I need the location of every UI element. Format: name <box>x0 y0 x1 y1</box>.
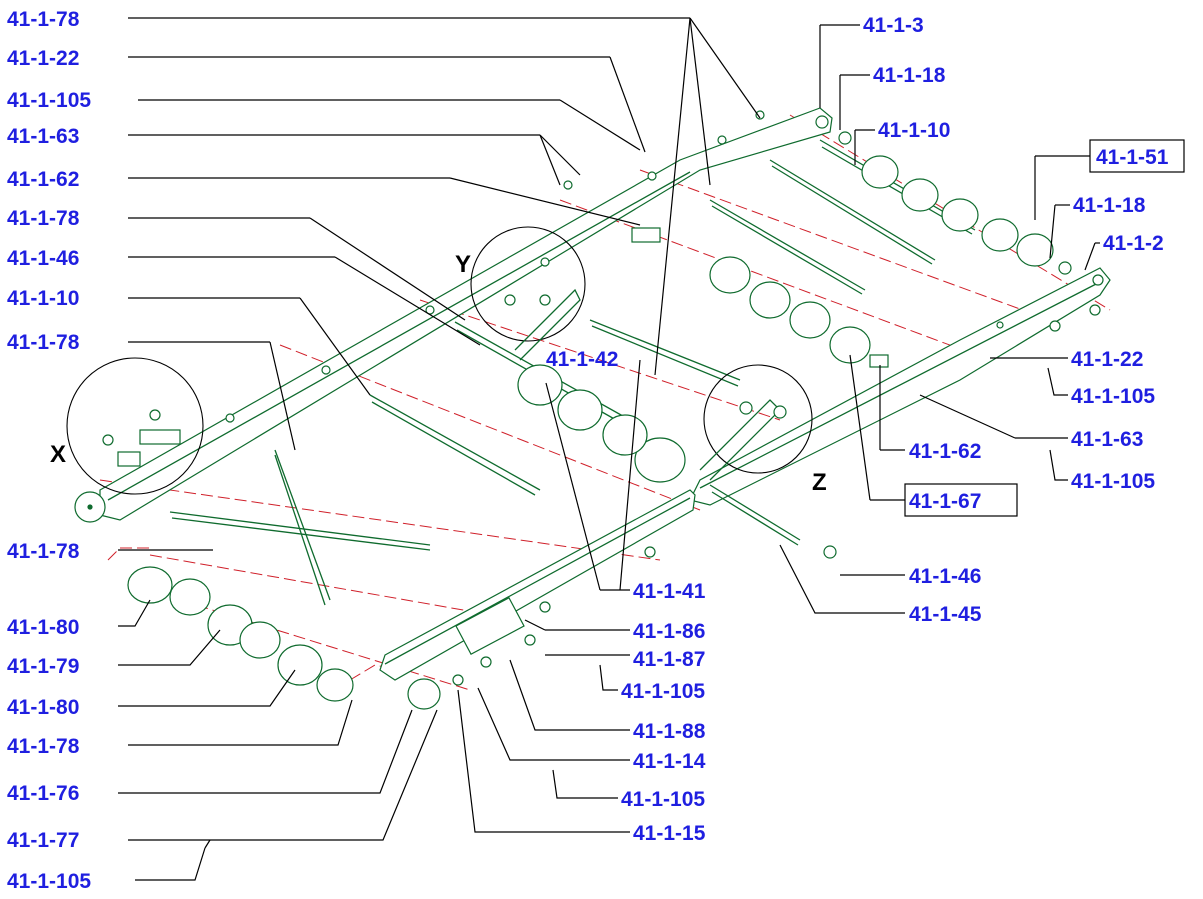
label-41-1-80-a: 41-1-80 <box>7 616 79 639</box>
label-41-1-105-f: 41-1-105 <box>7 870 91 893</box>
assembly-drawing <box>66 107 1111 710</box>
part-labels: 41-1-78 41-1-22 41-1-105 41-1-63 41-1-62… <box>7 8 1169 893</box>
label-41-1-63-a: 41-1-63 <box>7 125 79 148</box>
label-41-1-42: 41-1-42 <box>546 348 618 371</box>
detail-circles <box>66 226 813 495</box>
label-41-1-46-a: 41-1-46 <box>7 247 79 270</box>
label-41-1-88: 41-1-88 <box>633 720 706 743</box>
label-41-1-86: 41-1-86 <box>633 620 705 643</box>
detail-marker-z: Z <box>812 469 827 496</box>
label-41-1-77: 41-1-77 <box>7 829 79 852</box>
label-41-1-105-d: 41-1-105 <box>621 680 705 703</box>
label-41-1-3: 41-1-3 <box>863 14 924 37</box>
label-41-1-87: 41-1-87 <box>633 648 705 671</box>
frame-right <box>689 267 1111 506</box>
label-41-1-51: 41-1-51 <box>1096 146 1169 169</box>
label-41-1-62-a: 41-1-62 <box>7 168 79 191</box>
label-41-1-46-b: 41-1-46 <box>909 565 981 588</box>
label-41-1-22-a: 41-1-22 <box>7 47 79 70</box>
frame-front <box>379 489 696 681</box>
rollers <box>127 155 1054 710</box>
hardware <box>225 110 1101 686</box>
label-41-1-41: 41-1-41 <box>633 580 706 603</box>
label-41-1-76: 41-1-76 <box>7 782 79 805</box>
label-41-1-79: 41-1-79 <box>7 655 79 678</box>
label-41-1-14: 41-1-14 <box>633 750 706 773</box>
label-41-1-78-a: 41-1-78 <box>7 8 80 31</box>
label-41-1-63-b: 41-1-63 <box>1071 428 1143 451</box>
detail-marker-y: Y <box>455 251 471 278</box>
leader-lines <box>118 17 1100 881</box>
label-41-1-105-b: 41-1-105 <box>1071 385 1155 408</box>
label-41-1-18-a: 41-1-18 <box>873 64 946 87</box>
label-41-1-78-b: 41-1-78 <box>7 207 80 230</box>
label-41-1-22-b: 41-1-22 <box>1071 348 1143 371</box>
label-41-1-10-a: 41-1-10 <box>7 287 79 310</box>
label-41-1-80-b: 41-1-80 <box>7 696 79 719</box>
detail-marker-x: X <box>50 441 66 468</box>
shafts <box>169 139 976 606</box>
label-41-1-105-e: 41-1-105 <box>621 788 705 811</box>
label-boxes <box>904 139 1185 517</box>
label-41-1-45: 41-1-45 <box>909 603 982 626</box>
label-41-1-78-d: 41-1-78 <box>7 540 80 563</box>
label-41-1-15: 41-1-15 <box>633 822 706 845</box>
label-41-1-18-b: 41-1-18 <box>1073 194 1146 217</box>
label-41-1-78-c: 41-1-78 <box>7 331 80 354</box>
frame-rear <box>74 107 833 523</box>
label-41-1-78-e: 41-1-78 <box>7 735 80 758</box>
label-41-1-62-b: 41-1-62 <box>909 440 981 463</box>
label-41-1-10-b: 41-1-10 <box>878 119 950 142</box>
label-41-1-105-a: 41-1-105 <box>7 89 91 112</box>
label-41-1-2: 41-1-2 <box>1103 232 1164 255</box>
label-41-1-67: 41-1-67 <box>909 490 981 513</box>
detail-markers: X Y Z <box>50 251 827 496</box>
centerlines <box>99 114 1111 691</box>
label-41-1-105-c: 41-1-105 <box>1071 470 1155 493</box>
